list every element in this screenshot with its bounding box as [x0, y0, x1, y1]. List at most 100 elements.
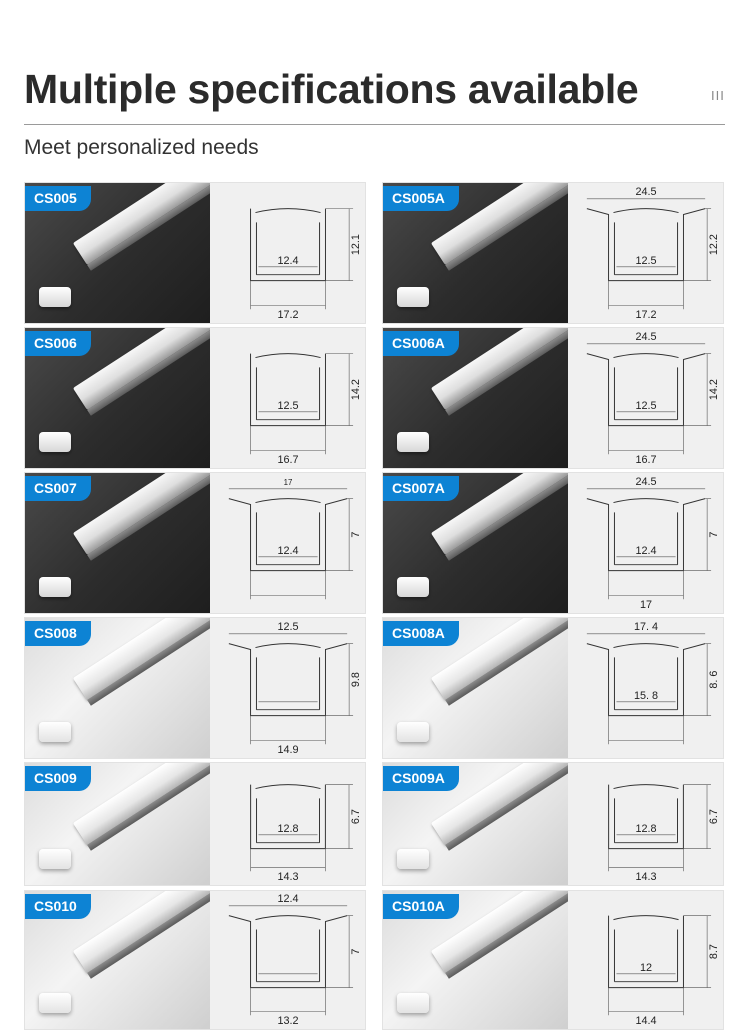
product-card-cs008a[interactable]: CS008A 17. 4 15. 8 8. 6 [382, 617, 724, 759]
dimension-outer-width: 14.4 [635, 1015, 656, 1027]
end-cap-image [397, 287, 429, 307]
product-photo: CS010 [25, 891, 210, 1029]
product-code-badge: CS009A [383, 766, 459, 791]
cross-section-drawing: 24.5 12.4 17 7 [568, 473, 723, 613]
dimension-top-width: 17 [284, 478, 293, 487]
dimension-outer-width: 14.9 [277, 744, 298, 756]
dimension-top-width: 12.4 [277, 893, 298, 905]
dimension-outer-width: 14.3 [635, 871, 656, 883]
dimension-outer-width: 16.7 [635, 454, 656, 466]
product-code-badge: CS009 [25, 766, 91, 791]
product-code-badge: CS010A [383, 894, 459, 919]
cross-section-drawing: 12.4 17.2 12.1 [210, 183, 365, 323]
dimension-outer-width: 16.7 [277, 454, 298, 466]
cross-section-drawing: 12.5 14.9 9.8 [210, 618, 365, 758]
cross-section-drawing: 17. 4 15. 8 8. 6 [568, 618, 723, 758]
aluminum-profile-image [72, 618, 210, 700]
product-code-badge: CS006 [25, 331, 91, 356]
cross-section-drawing: 12.4 13.2 7 [210, 891, 365, 1029]
product-photo: CS008 [25, 618, 210, 758]
end-cap-image [39, 577, 71, 597]
dimension-height: 6.7 [708, 809, 720, 824]
aluminum-profile-image [72, 763, 210, 845]
end-cap-image [397, 849, 429, 869]
dimension-height: 12.1 [350, 234, 362, 255]
product-photo: CS005 [25, 183, 210, 323]
end-cap-image [397, 993, 429, 1013]
dimension-height: 12.2 [708, 234, 720, 255]
dimension-inner-width: 12.4 [635, 545, 656, 557]
dimension-inner-width: 12.4 [277, 255, 298, 267]
product-card-cs007a[interactable]: CS007A 24.5 12.4 17 7 [382, 472, 724, 614]
dimension-height: 6.7 [350, 809, 362, 824]
dimension-height: 7 [350, 949, 362, 955]
product-card-cs009[interactable]: CS009 12.8 14.3 6.7 [24, 762, 366, 886]
product-photo: CS010A [383, 891, 568, 1029]
product-code-badge: CS010 [25, 894, 91, 919]
dimension-top-width: 24.5 [635, 331, 656, 343]
dimension-height: 14.2 [350, 379, 362, 400]
product-card-cs007[interactable]: CS007 17 12.4 7 [24, 472, 366, 614]
product-card-cs010[interactable]: CS010 12.4 13.2 7 [24, 890, 366, 1030]
page-title: Multiple specifications available [24, 66, 639, 112]
product-card-cs005[interactable]: CS005 12.4 17.2 12.1 [24, 182, 366, 324]
dimension-top-width: 24.5 [635, 186, 656, 198]
product-code-badge: CS007A [383, 476, 459, 501]
dimension-inner-width: 12.5 [635, 400, 656, 412]
end-cap-image [39, 993, 71, 1013]
cross-section-drawing: 12.8 14.3 6.7 [568, 763, 723, 885]
dimension-inner-width: 15. 8 [634, 690, 658, 702]
product-card-cs006a[interactable]: CS006A 24.5 12.5 16.7 14.2 [382, 327, 724, 469]
product-photo: CS008A [383, 618, 568, 758]
cross-section-drawing: 24.5 12.5 16.7 14.2 [568, 328, 723, 468]
aluminum-profile-image [72, 473, 210, 555]
product-card-cs009a[interactable]: CS009A 12.8 14.3 6.7 [382, 762, 724, 886]
dimension-height: 9.8 [350, 672, 362, 687]
end-cap-image [39, 432, 71, 452]
page-subtitle: Meet personalized needs [24, 136, 259, 159]
dimension-inner-width: 12.8 [635, 823, 656, 835]
menu-icon[interactable]: III [711, 88, 725, 103]
product-photo: CS006A [383, 328, 568, 468]
dimension-height: 14.2 [708, 379, 720, 400]
dimension-outer-width: 17.2 [277, 309, 298, 321]
dimension-outer-width: 13.2 [277, 1015, 298, 1027]
product-photo: CS006 [25, 328, 210, 468]
aluminum-profile-image [72, 328, 210, 410]
dimension-outer-width: 17 [640, 599, 652, 611]
dimension-top-width: 24.5 [635, 476, 656, 488]
product-code-badge: CS005 [25, 186, 91, 211]
dimension-height: 8.7 [708, 944, 720, 959]
end-cap-image [397, 722, 429, 742]
cross-section-drawing: 12.8 14.3 6.7 [210, 763, 365, 885]
product-code-badge: CS008 [25, 621, 91, 646]
product-card-cs008[interactable]: CS008 12.5 14.9 9.8 [24, 617, 366, 759]
dimension-inner-width: 12.8 [277, 823, 298, 835]
aluminum-profile-image [72, 891, 210, 973]
product-photo: CS009A [383, 763, 568, 885]
title-divider [24, 124, 725, 125]
end-cap-image [397, 577, 429, 597]
dimension-top-width: 17. 4 [634, 621, 658, 633]
product-code-badge: CS007 [25, 476, 91, 501]
product-photo: CS007 [25, 473, 210, 613]
aluminum-profile-image [72, 183, 210, 265]
dimension-height: 8. 6 [708, 671, 720, 689]
dimension-inner-width: 12.4 [277, 545, 298, 557]
product-code-badge: CS006A [383, 331, 459, 356]
dimension-top-width: 12.5 [277, 621, 298, 633]
product-photo: CS005A [383, 183, 568, 323]
dimension-height: 7 [350, 532, 362, 538]
dimension-outer-width: 14.3 [277, 871, 298, 883]
end-cap-image [397, 432, 429, 452]
dimension-height: 7 [708, 532, 720, 538]
end-cap-image [39, 722, 71, 742]
product-photo: CS007A [383, 473, 568, 613]
product-photo: CS009 [25, 763, 210, 885]
product-code-badge: CS008A [383, 621, 459, 646]
